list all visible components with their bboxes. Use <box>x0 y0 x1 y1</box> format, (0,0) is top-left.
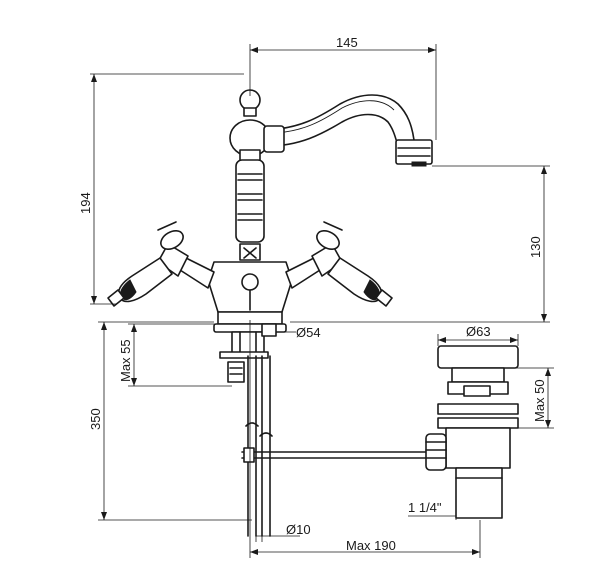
waste-drain <box>425 345 519 519</box>
central-hub <box>207 261 293 313</box>
dim-label-350: 350 <box>88 408 103 430</box>
dim-label-145: 145 <box>336 35 358 50</box>
finial <box>229 89 285 163</box>
dim-label-dia-63: Ø63 <box>466 324 491 339</box>
faucet-body <box>107 89 433 537</box>
dim-label-130: 130 <box>528 236 543 258</box>
column <box>235 159 265 261</box>
aerator <box>395 139 433 167</box>
dim-label-thread: 1 1/4" <box>408 500 442 515</box>
dim-label-dia-54: Ø54 <box>296 325 321 340</box>
dimension-labels: 145 194 130 Max 55 Ø54 350 Ø63 Max 50 1 … <box>78 35 547 553</box>
dim-label-max-55: Max 55 <box>118 339 133 382</box>
dimension-lines <box>90 44 554 558</box>
shank <box>219 323 277 537</box>
dim-label-194: 194 <box>78 192 93 214</box>
dim-label-max-50: Max 50 <box>532 379 547 422</box>
dim-label-max-190: Max 190 <box>346 538 396 553</box>
left-handle <box>107 221 215 307</box>
dim-label-dia-10: Ø10 <box>286 522 311 537</box>
popup-rod <box>241 447 429 463</box>
rod-nut <box>425 433 447 471</box>
right-handle <box>285 221 393 307</box>
